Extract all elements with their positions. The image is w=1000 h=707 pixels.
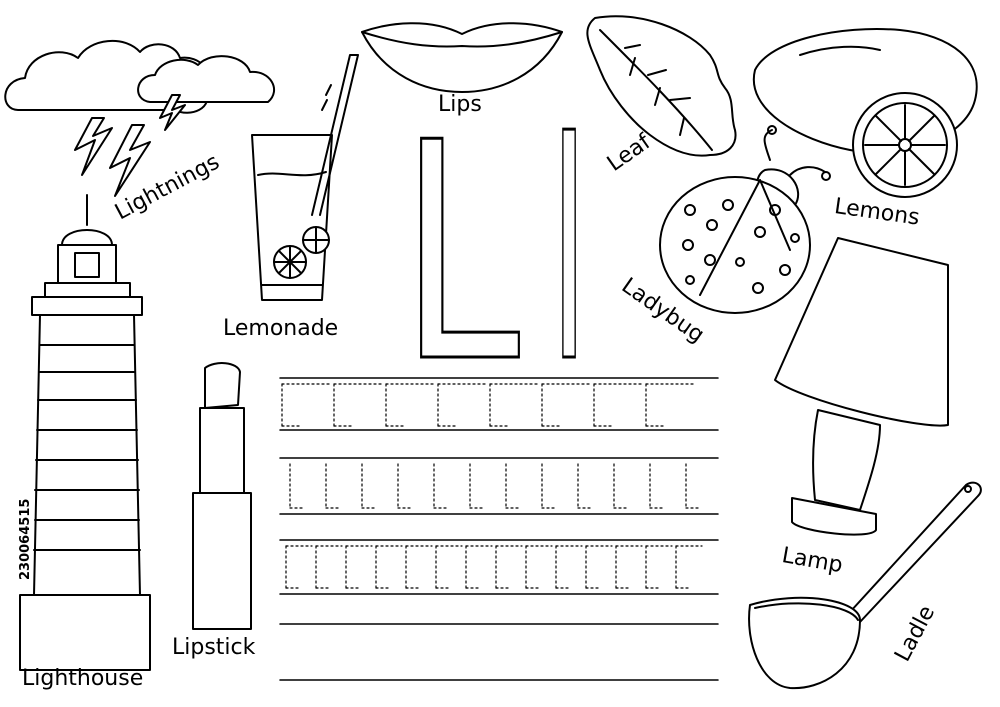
lowercase-letter: l — [550, 125, 588, 365]
lemonade-illustration — [252, 55, 358, 300]
label-lips: Lips — [438, 92, 482, 117]
ladybug-illustration — [660, 126, 830, 313]
stock-id: 230064515 — [18, 498, 33, 580]
label-lipstick: Lipstick — [172, 635, 256, 660]
lips-illustration — [362, 23, 562, 92]
lamp-illustration — [775, 238, 948, 535]
lipstick-illustration — [193, 363, 251, 629]
uppercase-letter: L — [400, 125, 521, 365]
lighthouse-illustration — [20, 195, 150, 670]
label-lighthouse: Lighthouse — [22, 666, 144, 691]
label-lemonade: Lemonade — [223, 316, 339, 341]
leaf-illustration — [587, 16, 735, 155]
lemons-illustration — [754, 29, 977, 197]
ladle-illustration — [749, 483, 981, 689]
tracing-area — [280, 378, 718, 680]
storm-clouds-illustration — [5, 41, 274, 196]
big-letters: L l — [400, 125, 590, 365]
